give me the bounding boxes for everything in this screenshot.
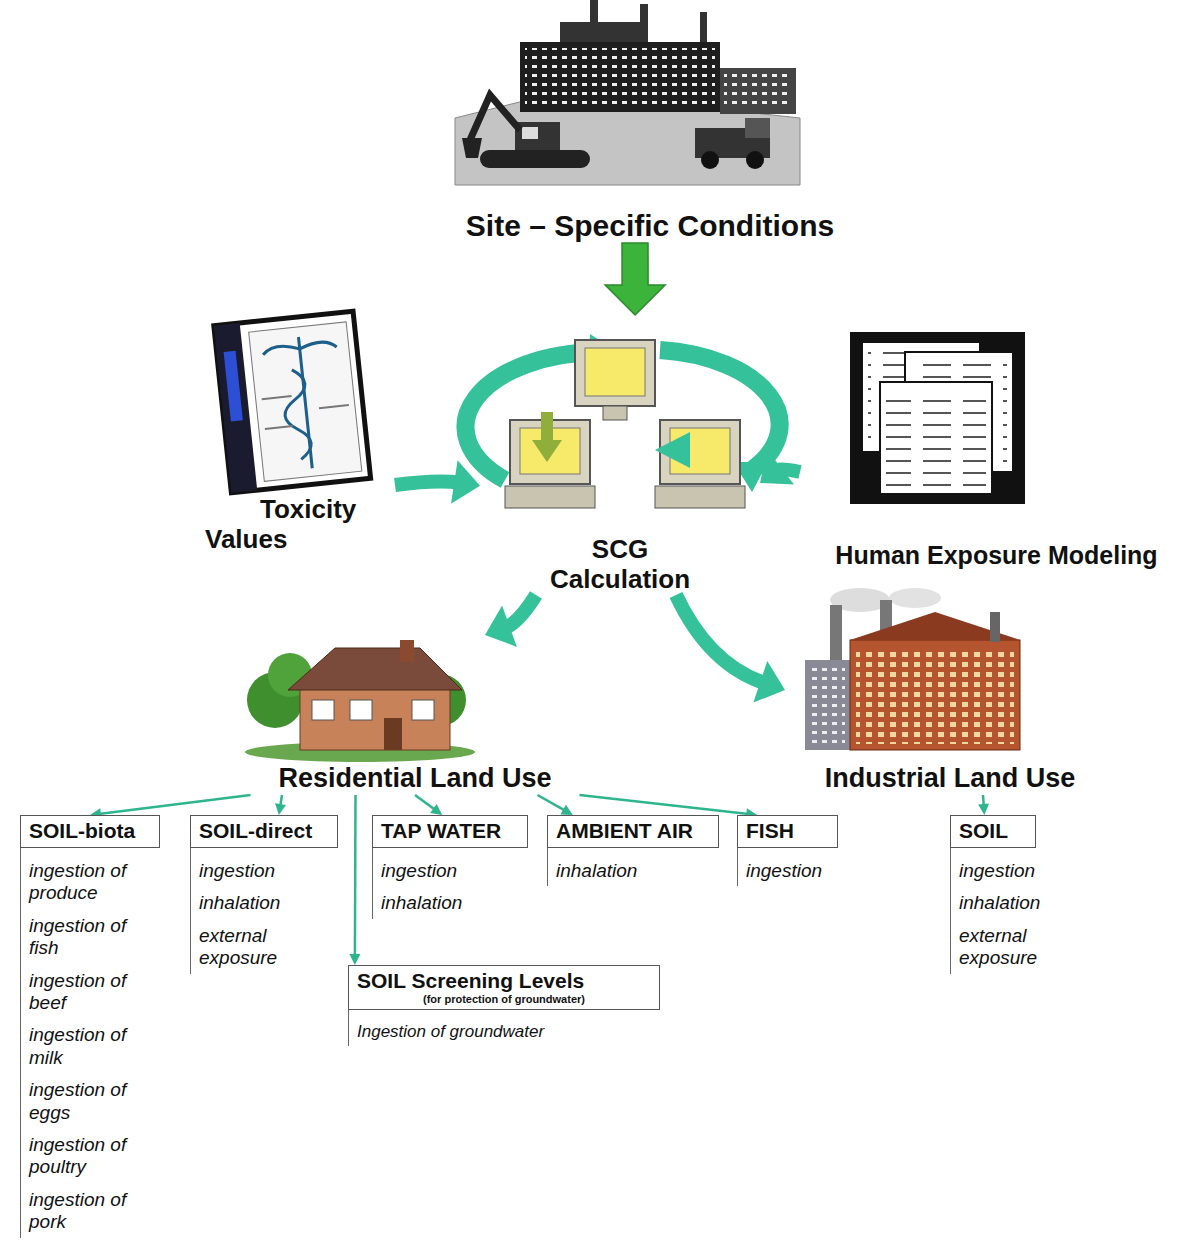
box-subheading: (for protection of groundwater) (357, 993, 651, 1005)
list-box: TAP WATER ingestion inhalation (372, 815, 528, 919)
connector-arrow (415, 795, 442, 815)
list-box: FISH ingestion (737, 815, 838, 886)
box-body: ingestion inhalation (372, 848, 528, 919)
exposure-route: ingestion (381, 860, 524, 882)
industrial-plant-illustration (805, 588, 1020, 750)
arrowhead (451, 460, 480, 504)
box-heading: SOIL Screening Levels (357, 969, 651, 993)
arrowhead (978, 804, 989, 815)
node-label: Site – Specific Conditions (430, 208, 870, 243)
exposure-route: inhalation (556, 860, 715, 882)
box-heading: TAP WATER (381, 819, 519, 843)
exposure-route: ingestion of milk (29, 1024, 156, 1069)
box-body: ingestion inhalation external exposure (950, 848, 1036, 974)
box-heading-frame: SOIL-biota (20, 815, 160, 848)
connector-line (676, 595, 765, 683)
connector-line (395, 481, 459, 485)
node-label: Residential Land Use (240, 763, 590, 795)
exposure-route: ingestion of eggs (29, 1079, 156, 1124)
exposure-route: ingestion of fish (29, 915, 156, 960)
list-box: SOIL ingestion inhalation external exposure (950, 815, 1036, 974)
exposure-route: external exposure (959, 925, 1032, 970)
exposure-route: ingestion (199, 860, 334, 882)
connector-line (538, 795, 566, 811)
exposure-route: ingestion (746, 860, 834, 882)
connector-line (415, 795, 435, 810)
exposure-route: ingestion of produce (29, 860, 156, 905)
connector-arrow (538, 795, 573, 815)
exposure-route: inhalation (199, 892, 334, 914)
illustrated-node: Industrial Land Use (785, 585, 1115, 795)
exposure-route: ingestion (959, 860, 1032, 882)
box-body: Ingestion of groundwater (348, 1010, 660, 1046)
node-label: SCG Calculation (530, 534, 710, 595)
box-heading: AMBIENT AIR (556, 819, 710, 843)
arrowhead (485, 606, 517, 647)
exposure-route: ingestion of beef (29, 970, 156, 1015)
exposure-route: external exposure (199, 925, 334, 970)
box-heading: SOIL (959, 819, 1027, 843)
site-factory-illustration (455, 0, 800, 185)
connector-arrow (485, 595, 536, 647)
illustrated-node: Site – Specific Conditions (430, 5, 870, 243)
illustrated-node: Human Exposure Modeling (800, 325, 1193, 570)
box-heading-frame: SOIL (950, 815, 1036, 848)
connector-arrow (760, 450, 800, 485)
list-box: SOIL-direct ingestion inhalation external e… (190, 815, 338, 974)
exposure-route: inhalation (959, 892, 1032, 914)
connector-arrow (978, 795, 989, 815)
house-illustration (245, 640, 475, 762)
list-box: SOIL Screening Levels(for protection of … (348, 965, 660, 1046)
box-heading: SOIL-biota (29, 819, 151, 843)
node-label: Human Exposure Modeling (800, 541, 1193, 571)
arrowhead (760, 450, 794, 485)
list-box: SOIL-biotaingestion of produceingestion … (20, 815, 160, 1238)
box-heading-frame: TAP WATER (372, 815, 528, 848)
connector-line (580, 795, 749, 814)
connector-line (505, 595, 536, 628)
exposure-papers-illustration (850, 332, 1025, 504)
block-arrow (605, 243, 665, 315)
box-heading-frame: SOIL-direct (190, 815, 338, 848)
arrowhead (561, 805, 573, 815)
box-heading-frame: SOIL Screening Levels(for protection of … (348, 965, 660, 1010)
toxicity-book-illustration (214, 311, 371, 493)
arrowhead (430, 804, 442, 815)
connector-line (99, 795, 251, 814)
exposure-route: inhalation (381, 892, 524, 914)
box-body: inhalation (547, 848, 719, 886)
node-label: Toxicity Values (205, 494, 380, 555)
list-box: AMBIENT AIR inhalation (547, 815, 719, 886)
node-label: Industrial Land Use (785, 763, 1115, 795)
computers-illustration (466, 334, 780, 508)
illustrated-node: SCG Calculation (480, 315, 760, 595)
connector-arrow (395, 460, 480, 504)
exposure-route: ingestion of pork (29, 1189, 156, 1234)
connector-line (354, 795, 357, 956)
exposure-route: ingestion of poultry (29, 1134, 156, 1179)
box-heading-frame: FISH (737, 815, 838, 848)
illustrated-node: Toxicity Values (205, 305, 395, 555)
box-heading: FISH (746, 819, 829, 843)
box-body: ingestion inhalation external exposure (190, 848, 338, 974)
box-heading: SOIL-direct (199, 819, 329, 843)
arrowhead (753, 661, 785, 703)
arrowhead (349, 954, 360, 965)
connector-arrow (676, 595, 785, 703)
illustrated-node: Residential Land Use (240, 635, 590, 795)
box-body: ingestion of produce ingestion of fish ing… (20, 848, 160, 1238)
box-body: ingestion (737, 848, 838, 886)
arrowhead (275, 803, 286, 815)
connector-arrow (275, 795, 286, 815)
box-heading-frame: AMBIENT AIR (547, 815, 719, 848)
connector-arrow (605, 243, 665, 315)
connector-arrow (349, 795, 360, 965)
exposure-route: Ingestion of groundwater (357, 1022, 656, 1042)
